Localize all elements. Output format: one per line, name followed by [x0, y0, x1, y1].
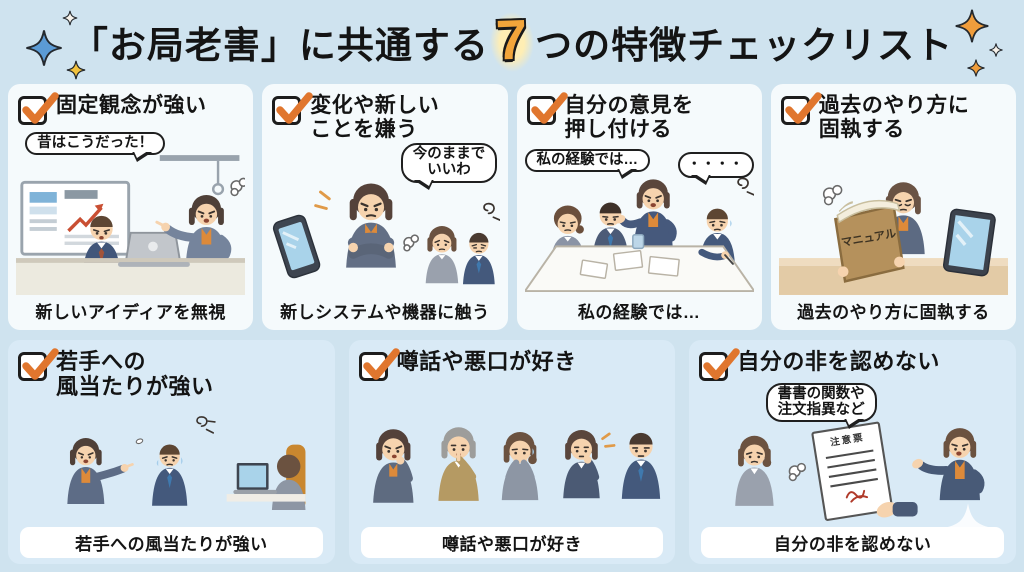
card-1-header: 固定観念が強い	[16, 92, 245, 125]
scene-art	[16, 155, 246, 295]
speech-bubble: 私の経験では…	[524, 149, 650, 173]
checkbox-icon	[18, 92, 59, 125]
speech-bubble: ・・・・	[677, 152, 754, 178]
huff-icon	[230, 177, 246, 197]
smartphone-icon	[273, 214, 321, 279]
card-fixed-ideas: 固定観念が強い 昔はこうだった！	[8, 84, 254, 330]
person-gossip-3	[501, 431, 538, 501]
speech-bubble: 書書の関数や注文指異など	[765, 383, 877, 423]
person-gossip-4	[562, 430, 616, 499]
card-1-caption: 新しいアイディアを無視	[35, 303, 226, 322]
scene-art	[67, 416, 306, 511]
huff-icon	[789, 462, 807, 482]
person-older-woman	[912, 428, 985, 501]
person-older-woman	[67, 438, 134, 505]
person-older-woman	[346, 183, 397, 268]
title-number: 7	[488, 8, 536, 73]
illustration-forces-opinions: 私の経験では… ・・・・	[524, 143, 754, 295]
card-7-header: 自分の非を認めない	[697, 348, 1008, 381]
checkbox-icon	[780, 92, 822, 125]
card-dislikes-change: 変化や新しいことを嫌う 今のままでいいわ	[262, 84, 508, 330]
card-clings-to-past: 過去のやり方に固執する	[770, 84, 1016, 330]
sparkle-cluster-left-icon	[26, 10, 86, 80]
sparkle-bottom-right-icon	[943, 503, 993, 553]
illustration-clings-to-past: マニュアル	[778, 143, 1008, 295]
scene-art: マニュアル	[778, 182, 1008, 295]
card-6-header: 噂話や悪口が好き	[357, 348, 668, 381]
card-5-heading: 若手への風当たりが強い	[56, 349, 214, 399]
tablet-icon	[942, 208, 996, 277]
person-young-woman	[735, 435, 774, 506]
card-4-caption: 過去のやり方に固執する	[797, 303, 990, 322]
card-6-caption: 噂話や悪口が好き	[360, 527, 664, 558]
squiggle-icon	[196, 416, 216, 434]
card-1-heading: 固定観念が強い	[56, 94, 207, 117]
illustration-never-admits-fault: 書書の関数や注文指異など	[697, 383, 1008, 527]
person-gossip-2	[438, 427, 479, 501]
scene-art	[524, 177, 754, 293]
spit-fleck-icon	[135, 438, 144, 445]
person-young-man	[152, 444, 188, 506]
illustration-harsh-on-juniors	[16, 401, 327, 527]
illustration-dislikes-change: 今のままでいいわ	[270, 143, 500, 295]
card-forces-opinions: 自分の意見を押し付ける 私の経験では… ・・・・	[516, 84, 762, 330]
card-3-header: 自分の意見を押し付ける	[525, 92, 754, 141]
checklist-row-2: 若手への風当たりが強い	[0, 340, 1024, 564]
card-3-caption: 私の経験では…	[577, 303, 701, 322]
scene-art	[273, 183, 500, 285]
card-6-heading: 噂話や悪口が好き	[396, 349, 577, 374]
title-prefix: 「お局老害」に共通する	[70, 25, 489, 66]
illustration-loves-gossip	[357, 383, 668, 527]
checklist-row-1: 固定観念が強い 昔はこうだった！	[0, 84, 1024, 330]
manual-book: マニュアル	[833, 199, 905, 283]
card-2-caption: 新しシステムや機器に触う	[280, 303, 490, 322]
illustration-fixed-ideas: 昔はこうだった！	[16, 127, 246, 295]
card-5-caption: 若手への風当たりが強い	[20, 527, 323, 558]
card-2-heading: 変化や新しいことを嫌う	[310, 94, 440, 141]
card-5-header: 若手への風当たりが強い	[16, 348, 327, 399]
person-older-woman	[614, 179, 677, 247]
scene-art: 注意票	[735, 421, 985, 521]
card-4-header: 過去のやり方に固執する	[779, 92, 1008, 141]
speech-bubble: 昔はこうだった！	[25, 132, 166, 156]
warning-document: 注意票	[811, 421, 894, 521]
card-loves-gossip: 噂話や悪口が好き	[348, 340, 676, 564]
card-3-heading: 自分の意見を押し付ける	[564, 94, 694, 141]
checkbox-icon	[18, 348, 59, 381]
person-gossip-5	[621, 432, 660, 499]
card-2-header: 変化や新しいことを嫌う	[270, 92, 499, 141]
person-older-woman	[155, 194, 232, 262]
card-4-heading: 過去のやり方に固執する	[818, 94, 970, 141]
squiggle-icon	[483, 202, 500, 221]
card-harsh-on-juniors: 若手への風当たりが強い	[8, 340, 335, 564]
scene-art	[372, 427, 660, 503]
checkbox-icon	[272, 92, 313, 125]
person-young-woman	[425, 226, 459, 284]
huff-icon	[403, 234, 420, 252]
title-suffix: つの特徴チェックリスト	[535, 25, 954, 66]
card-7-heading: 自分の非を認めない	[737, 349, 940, 374]
checkbox-icon	[699, 348, 741, 381]
person-gossip-1	[372, 429, 414, 503]
person-young-man	[463, 232, 495, 285]
checkbox-icon	[526, 92, 568, 125]
checkbox-icon	[358, 348, 400, 381]
squiggle-icon	[736, 177, 754, 196]
card-7-caption: 自分の非を認めない	[701, 527, 1004, 558]
huff-icon	[822, 184, 843, 206]
sparkle-cluster-right-icon	[955, 9, 1003, 77]
speech-bubble: 今のままでいいわ	[400, 143, 498, 183]
